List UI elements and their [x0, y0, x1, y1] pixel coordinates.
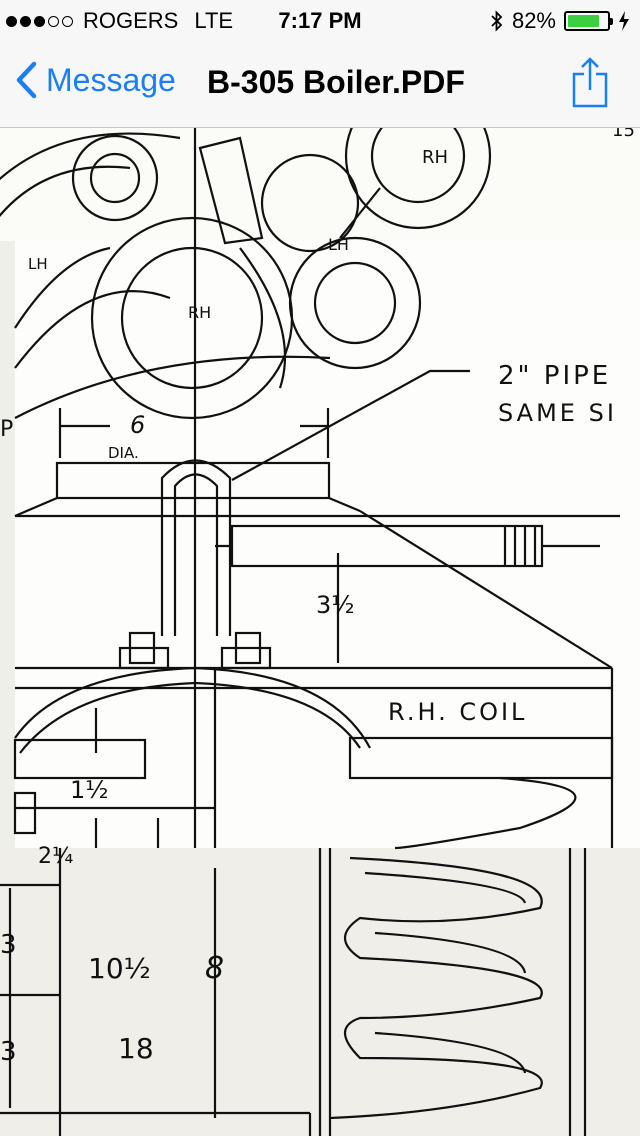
technical-drawing: RH LH LH RH 2" PIPE SAME SI 6 DIA. 3½ R.… — [0, 128, 640, 1136]
label-dim-3-half: 3½ — [316, 591, 355, 619]
signal-dot — [20, 15, 31, 27]
status-bar: ROGERS LTE 7:17 PM 82% — [0, 0, 640, 40]
navigation-bar: Message B-305 Boiler.PDF — [0, 40, 640, 128]
label-rh-coil: R.H. COIL — [388, 698, 527, 726]
label-edge-p: P — [0, 417, 13, 442]
back-button[interactable]: Message — [14, 60, 176, 100]
label-dim-6: 6 — [130, 411, 145, 439]
label-dim-2-quarter: 2¼ — [38, 844, 73, 869]
label-edge-15: 15 — [612, 128, 635, 141]
carrier-name: ROGERS — [83, 8, 179, 33]
label-rh-top: RH — [422, 147, 448, 168]
signal-dot — [62, 15, 73, 27]
label-lh-left: LH — [28, 255, 48, 273]
label-dim-10-half: 10½ — [88, 952, 151, 985]
signal-dot — [34, 15, 45, 27]
signal-dot — [48, 15, 59, 27]
label-pipe-line2: SAME SI — [498, 399, 617, 427]
signal-dot — [6, 15, 17, 27]
label-dim-18: 18 — [118, 1032, 154, 1065]
label-pipe-line1: 2" PIPE — [498, 361, 611, 391]
label-rh-center: RH — [188, 303, 211, 322]
page-title: B-305 Boiler.PDF — [207, 64, 465, 100]
label-dim-1-half: 1½ — [70, 776, 109, 804]
label-dia: DIA. — [108, 444, 139, 462]
label-dim-8: 8 — [205, 951, 224, 986]
pdf-document-view[interactable]: RH LH LH RH 2" PIPE SAME SI 6 DIA. 3½ R.… — [0, 128, 640, 1136]
battery-icon — [564, 11, 613, 31]
chevron-left-icon — [16, 61, 37, 99]
bluetooth-icon — [491, 10, 503, 32]
label-dim-3b: 3 — [0, 1037, 17, 1067]
network-type: LTE — [194, 8, 234, 33]
share-icon[interactable] — [570, 56, 610, 108]
charging-bolt-icon — [619, 11, 629, 31]
status-time: 7:17 PM — [278, 8, 362, 33]
battery-percent: 82% — [511, 8, 556, 33]
back-button-label: Message — [46, 61, 176, 98]
label-lh-top: LH — [328, 235, 349, 254]
signal-strength-icon — [6, 15, 73, 27]
label-dim-3a: 3 — [0, 930, 17, 960]
